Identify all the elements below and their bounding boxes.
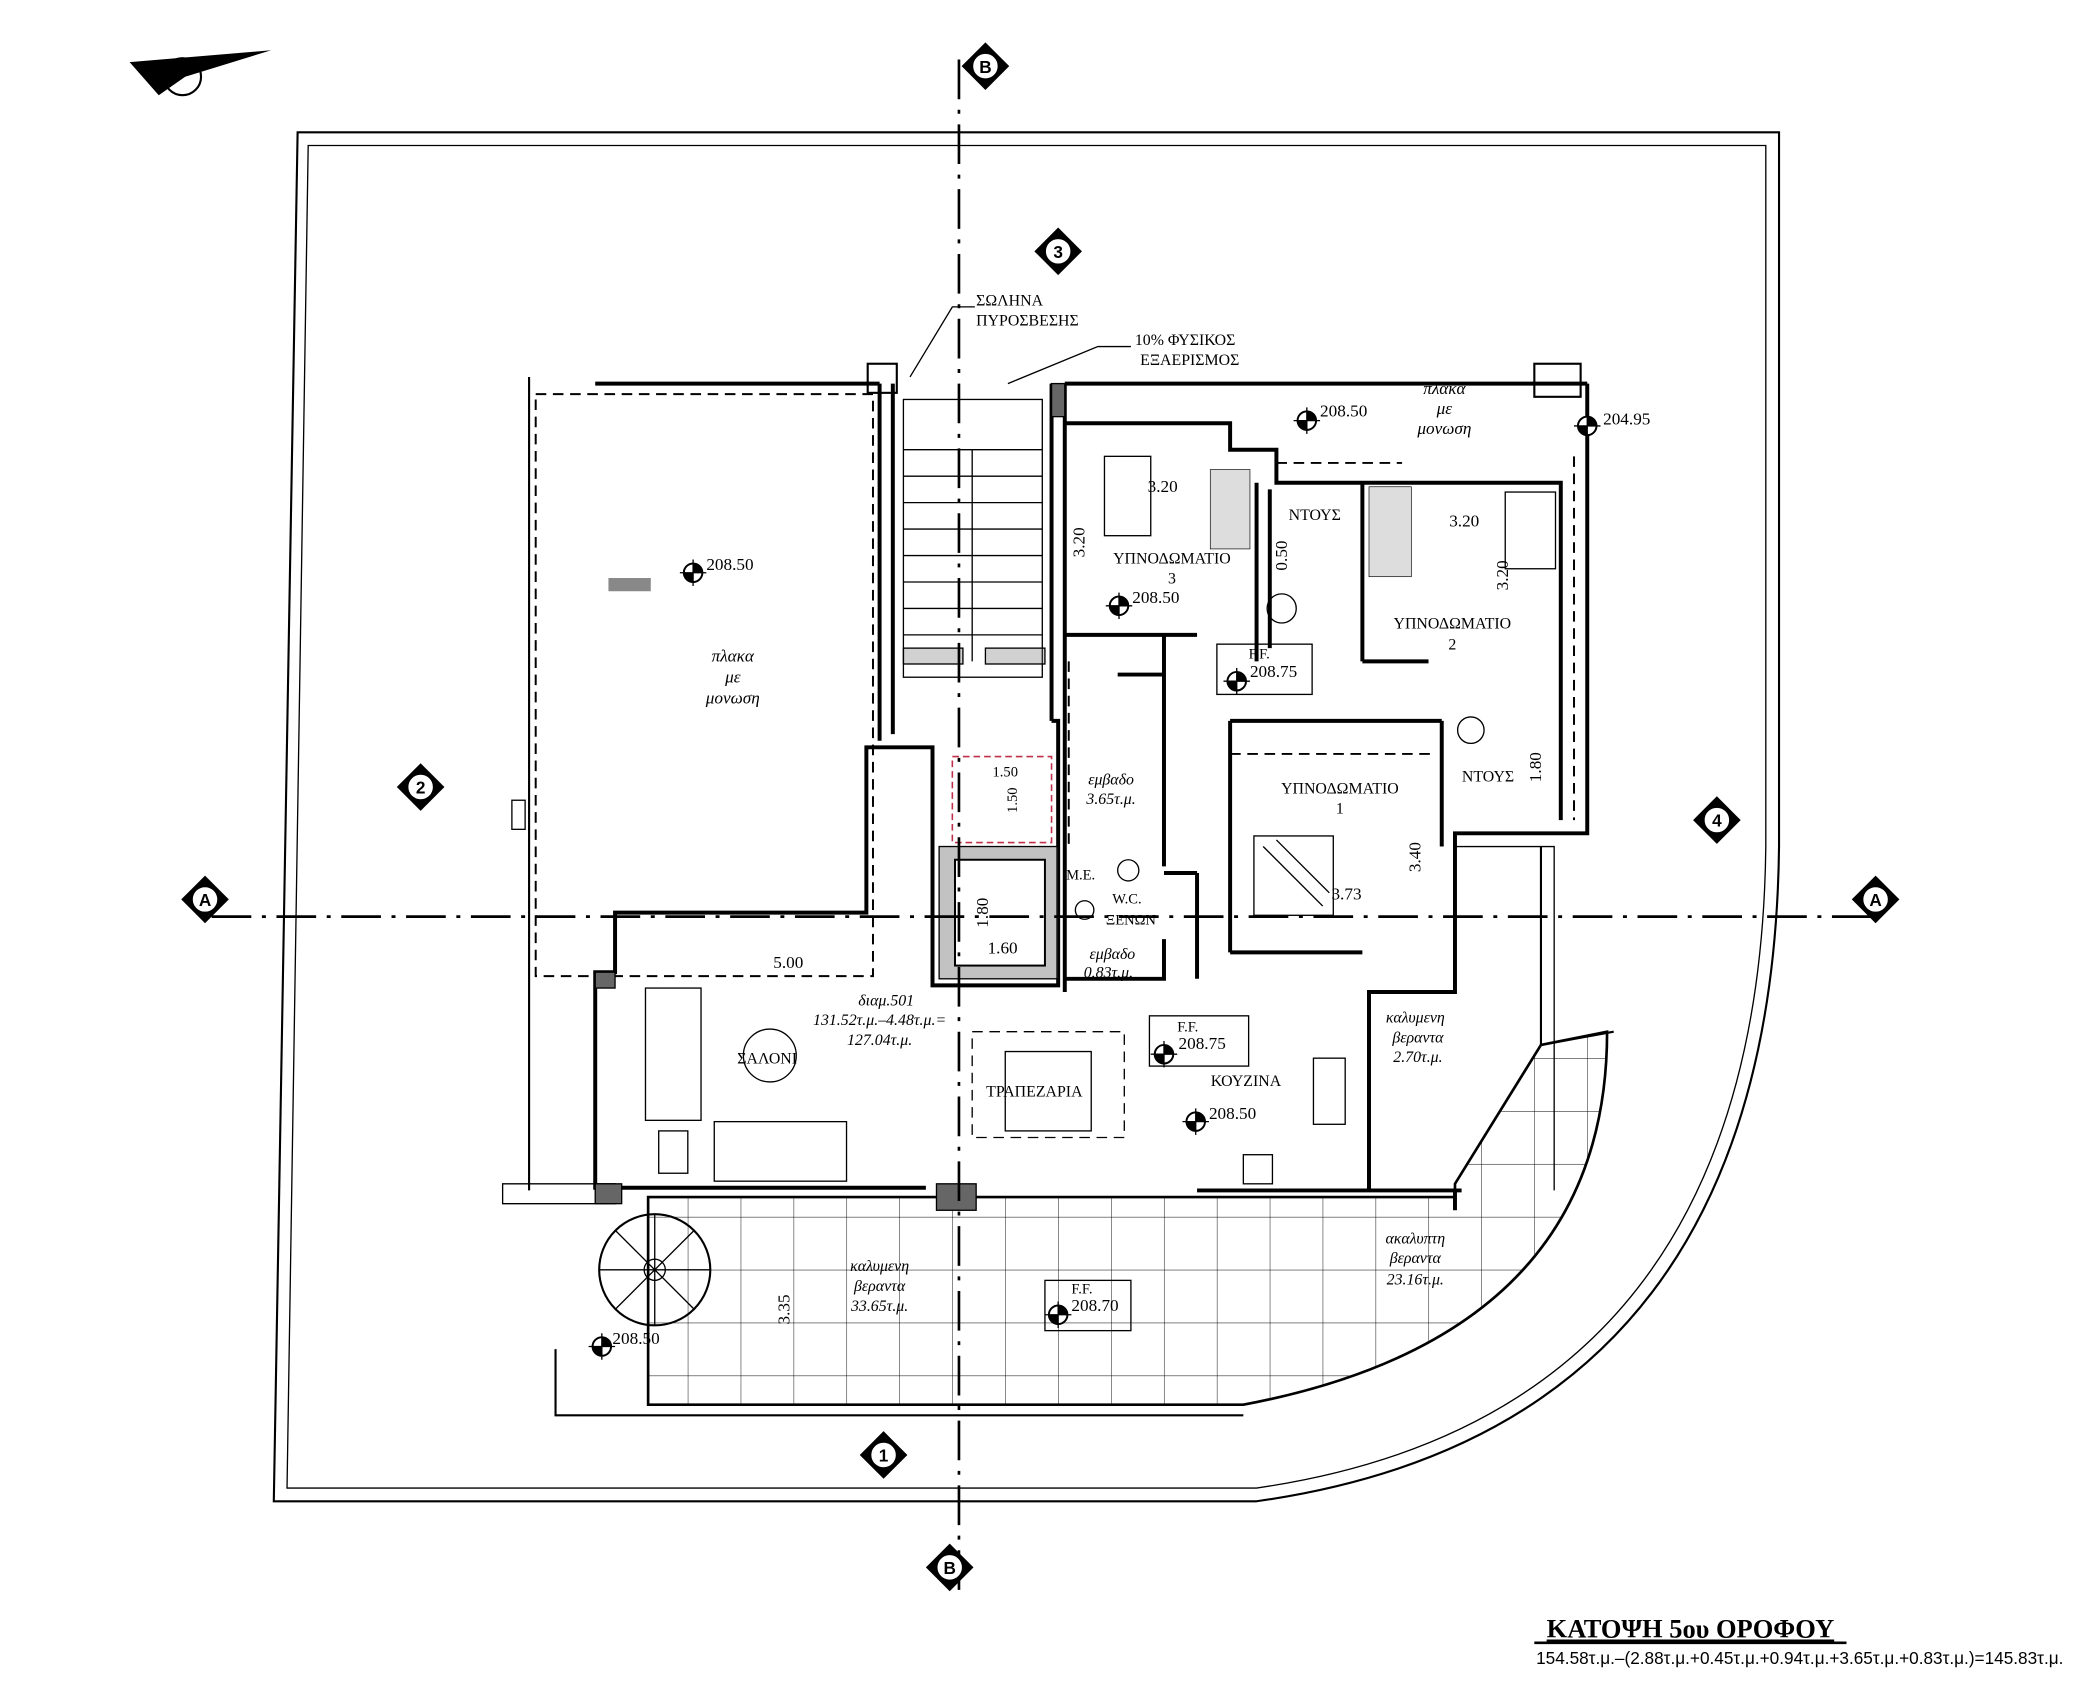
- svg-text:W.C.: W.C.: [1112, 891, 1141, 907]
- stair: [902, 398, 1046, 678]
- svg-text:5.00: 5.00: [773, 953, 803, 972]
- svg-text:βεραντα: βεραντα: [1391, 1029, 1444, 1046]
- svg-text:A: A: [1869, 890, 1881, 910]
- covered-veranda: [646, 1030, 1609, 1407]
- plot-boundary: [272, 131, 1781, 1503]
- marker-2: 2: [395, 762, 446, 812]
- svg-text:3.40: 3.40: [1406, 842, 1425, 872]
- furniture: [644, 455, 1557, 1185]
- marker-4: 4: [1692, 795, 1742, 845]
- svg-text:Μ.Ε.: Μ.Ε.: [1066, 868, 1095, 884]
- svg-text:βεραντα: βεραντα: [1389, 1250, 1442, 1267]
- svg-text:208.75: 208.75: [1179, 1034, 1226, 1053]
- drawing-title: ΚΑΤΟΨΗ 5ου ΟΡΟΦΟΥ: [1547, 1614, 1835, 1644]
- svg-text:1.80: 1.80: [1526, 752, 1545, 782]
- svg-text:131.52τ.μ.–4.48τ.μ.=: 131.52τ.μ.–4.48τ.μ.=: [813, 1012, 946, 1029]
- svg-text:F.F.: F.F.: [1071, 1282, 1092, 1298]
- svg-text:3.73: 3.73: [1331, 884, 1361, 903]
- marker-B-bottom: B: [924, 1542, 975, 1593]
- svg-text:208.50: 208.50: [706, 555, 753, 574]
- svg-text:3.20: 3.20: [1070, 527, 1089, 557]
- note-vent: ΕΞΑΕΡΙΣΜΟΣ: [1140, 352, 1239, 369]
- room-kitchen: ΚΟΥΖΙΝΑ: [1211, 1073, 1282, 1090]
- svg-text:F.F.: F.F.: [1177, 1020, 1198, 1036]
- svg-text:3: 3: [1168, 570, 1176, 587]
- area-formula: 154.58τ.μ.–(2.88τ.μ.+0.45τ.μ.+0.94τ.μ.+3…: [1536, 1648, 2063, 1668]
- svg-text:βεραντα: βεραντα: [853, 1278, 906, 1295]
- svg-text:ΞΕΝΩΝ: ΞΕΝΩΝ: [1106, 913, 1157, 929]
- marker-A-left: A: [180, 874, 230, 925]
- svg-text:208.50: 208.50: [1209, 1104, 1256, 1123]
- svg-text:με: με: [724, 668, 741, 687]
- svg-text:καλυμενη: καλυμενη: [1386, 1009, 1445, 1026]
- marker-B-top: B: [960, 41, 1011, 91]
- note-pipe: ΣΩΛΗΝΑ: [976, 293, 1043, 310]
- svg-text:208.50: 208.50: [1132, 588, 1179, 607]
- marker-3: 3: [1033, 226, 1083, 277]
- svg-text:1: 1: [1336, 800, 1344, 817]
- svg-text:1.60: 1.60: [988, 939, 1018, 958]
- svg-text:πλακα: πλακα: [712, 646, 755, 665]
- svg-text:3.35: 3.35: [775, 1294, 794, 1324]
- svg-text:με: με: [1436, 399, 1453, 418]
- svg-text:3.65τ.μ.: 3.65τ.μ.: [1085, 791, 1135, 808]
- svg-text:2: 2: [416, 778, 426, 798]
- svg-text:208.50: 208.50: [612, 1329, 659, 1348]
- svg-text:0.83τ.μ.: 0.83τ.μ.: [1084, 964, 1133, 981]
- left-terrace: [534, 393, 874, 978]
- svg-text:μονωση: μονωση: [1416, 419, 1471, 438]
- svg-text:1.50: 1.50: [1005, 788, 1021, 813]
- room-bedroom-2: ΥΠΝΟΔΩΜΑΤΙΟ: [1394, 615, 1512, 632]
- exterior-walls: [593, 381, 1590, 1211]
- svg-text:διαμ.501: διαμ.501: [858, 992, 914, 1009]
- svg-text:μονωση: μονωση: [705, 689, 760, 708]
- spiral-stair: [598, 1213, 712, 1327]
- note-pipe: ΠΥΡΟΣΒΕΣΗΣ: [976, 312, 1079, 329]
- marker-A-right: A: [1850, 874, 1901, 925]
- room-dining: ΤΡΑΠΕΖΑΡΙΑ: [986, 1084, 1083, 1101]
- svg-text:πλακα: πλακα: [1423, 379, 1466, 398]
- plot-boundary-inner: [286, 144, 1767, 1489]
- room-bedroom-1: ΥΠΝΟΔΩΜΑΤΙΟ: [1281, 781, 1399, 798]
- room-bedroom-3: ΥΠΝΟΔΩΜΑΤΙΟ: [1113, 550, 1231, 567]
- svg-text:23.16τ.μ.: 23.16τ.μ.: [1387, 1271, 1444, 1288]
- room-living: ΣΑΛΟΝΙ: [737, 1050, 797, 1067]
- svg-text:F.F.: F.F.: [1249, 647, 1270, 663]
- svg-text:208.75: 208.75: [1250, 662, 1297, 681]
- svg-text:204.95: 204.95: [1603, 410, 1650, 429]
- svg-text:33.65τ.μ.: 33.65τ.μ.: [850, 1298, 908, 1315]
- svg-text:A: A: [199, 890, 211, 910]
- room-shower-2: ΝΤΟΥΣ: [1462, 769, 1514, 786]
- svg-text:B: B: [979, 57, 991, 77]
- north-arrow-icon: [129, 50, 272, 97]
- svg-text:καλυμενη: καλυμενη: [850, 1258, 909, 1275]
- svg-text:B: B: [943, 1558, 955, 1578]
- svg-text:ακαλυπτη: ακαλυπτη: [1385, 1230, 1445, 1247]
- svg-text:0.50: 0.50: [1272, 540, 1291, 570]
- svg-text:4: 4: [1712, 811, 1722, 831]
- svg-text:εμβαδο: εμβαδο: [1088, 771, 1134, 788]
- svg-text:1.50: 1.50: [993, 764, 1018, 780]
- svg-text:2.70τ.μ.: 2.70τ.μ.: [1393, 1049, 1442, 1066]
- room-shower: ΝΤΟΥΣ: [1289, 507, 1341, 524]
- svg-text:208.70: 208.70: [1071, 1296, 1118, 1315]
- svg-text:2: 2: [1448, 636, 1456, 653]
- note-vent: 10% ΦΥΣΙΚΟΣ: [1135, 332, 1235, 349]
- svg-text:1: 1: [879, 1446, 889, 1466]
- svg-text:3: 3: [1053, 242, 1063, 262]
- svg-text:1.80: 1.80: [973, 898, 992, 928]
- svg-text:3.20: 3.20: [1148, 477, 1178, 496]
- svg-text:3.20: 3.20: [1449, 511, 1479, 530]
- svg-text:3.20: 3.20: [1493, 560, 1512, 590]
- svg-text:127.04τ.μ.: 127.04τ.μ.: [847, 1032, 912, 1049]
- marker-1: 1: [858, 1430, 909, 1480]
- svg-text:εμβαδο: εμβαδο: [1090, 946, 1136, 963]
- svg-text:208.50: 208.50: [1320, 402, 1367, 421]
